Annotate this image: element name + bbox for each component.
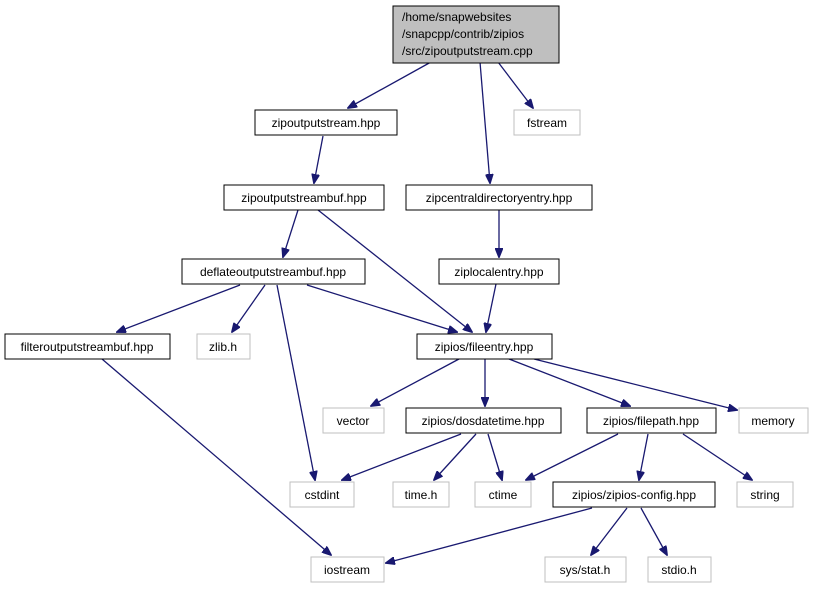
node-stdio-h: stdio.h [647,556,712,583]
node-vector: vector [322,407,385,434]
node-label: time.h [405,488,438,502]
node-zipoutputstream-hpp[interactable]: zipoutputstream.hpp [254,109,398,136]
node-box [438,258,560,285]
edge-zipoutputstream-hpp-to-zipoutputstreambuf-hpp [314,135,324,183]
node-filteroutputstreambuf-hpp[interactable]: filteroutputstreambuf.hpp [4,333,171,360]
node-zipoutputstreambuf-hpp[interactable]: zipoutputstreambuf.hpp [223,184,385,211]
node-label: zipios/zipios-config.hpp [572,488,696,502]
node-deflateoutputstreambuf-hpp[interactable]: deflateoutputstreambuf.hpp [181,258,366,285]
node-zipios-config-hpp[interactable]: zipios/zipios-config.hpp [552,481,716,508]
edge-fileentry-hpp-to-memory [533,358,737,410]
edges-layer [101,61,752,563]
node-label: stdio.h [661,563,696,577]
node-box [544,556,627,583]
node-time-h: time.h [392,481,450,508]
edge-filepath-hpp-to-zipios-config-hpp [639,433,649,480]
node-label-line: /home/snapwebsites [402,10,511,24]
node-zipcentraldirectoryentry-hpp[interactable]: zipcentraldirectoryentry.hpp [405,184,593,211]
node-zlib-h: zlib.h [196,333,251,360]
edge-zipoutputstreambuf-hpp-to-fileentry-hpp [317,209,472,332]
edge-zipoutputstream-cpp-to-zipoutputstream-hpp [348,61,432,108]
edge-deflateoutputstreambuf-hpp-to-cstdint [276,284,315,480]
node-box [392,5,560,64]
node-box [405,184,593,211]
node-label: zipios/filepath.hpp [603,414,699,428]
edge-zipios-config-hpp-to-iostream [386,507,593,563]
node-label: zlib.h [209,340,237,354]
node-label: deflateoutputstreambuf.hpp [200,265,346,279]
edge-dosdatetime-hpp-to-ctime [487,433,502,480]
edge-deflateoutputstreambuf-hpp-to-filteroutputstreambuf-hpp [117,284,241,332]
edge-zipoutputstream-cpp-to-fstream [497,61,533,108]
node-fileentry-hpp[interactable]: zipios/fileentry.hpp [416,333,553,360]
edge-filteroutputstreambuf-hpp-to-iostream [101,358,331,555]
node-label: zipcentraldirectoryentry.hpp [426,191,573,205]
edge-dosdatetime-hpp-to-time-h [434,433,477,480]
node-ziplocalentry-hpp[interactable]: ziplocalentry.hpp [438,258,560,285]
node-filepath-hpp[interactable]: zipios/filepath.hpp [586,407,717,434]
node-label-line: /snapcpp/contrib/zipios [402,27,524,41]
node-fstream: fstream [513,109,581,136]
node-box [181,258,366,285]
node-box [196,333,251,360]
node-ctime: ctime [474,481,532,508]
node-label: memory [751,414,794,428]
node-label: cstdint [305,488,340,502]
node-sys-stat-h: sys/stat.h [544,556,627,583]
node-box [289,481,355,508]
edge-ziplocalentry-hpp-to-fileentry-hpp [486,283,497,332]
node-box [586,407,717,434]
node-box [474,481,532,508]
node-dosdatetime-hpp[interactable]: zipios/dosdatetime.hpp [405,407,562,434]
edge-fileentry-hpp-to-filepath-hpp [508,358,630,406]
edge-dosdatetime-hpp-to-cstdint [342,433,462,480]
node-box [736,481,794,508]
node-box [322,407,385,434]
edge-filepath-hpp-to-string [682,433,752,480]
node-memory: memory [738,407,809,434]
node-box [416,333,553,360]
node-label-line: /src/zipoutputstream.cpp [402,44,533,58]
edge-zipios-config-hpp-to-stdio-h [640,507,667,555]
node-zipoutputstream-cpp[interactable]: /home/snapwebsites /snapcpp/contrib/zipi… [392,5,560,64]
node-label: vector [337,414,370,428]
node-label: zipios/dosdatetime.hpp [422,414,545,428]
node-box [310,556,385,583]
node-box [552,481,716,508]
edge-zipoutputstreambuf-hpp-to-deflateoutputstreambuf-hpp [283,209,299,257]
node-box [405,407,562,434]
node-label: string [750,488,779,502]
nodes-layer: /home/snapwebsites /snapcpp/contrib/zipi… [4,5,809,583]
node-box [223,184,385,211]
node-label: zipoutputstream.hpp [272,116,381,130]
node-box [4,333,171,360]
node-box [392,481,450,508]
node-iostream: iostream [310,556,385,583]
node-label: zipoutputstreambuf.hpp [241,191,367,205]
node-label: fstream [527,116,567,130]
node-label: filteroutputstreambuf.hpp [21,340,154,354]
node-label: ziplocalentry.hpp [454,265,543,279]
edge-deflateoutputstreambuf-hpp-to-fileentry-hpp [306,284,457,332]
node-box [254,109,398,136]
node-label: sys/stat.h [560,563,611,577]
edge-zipoutputstream-cpp-to-zipcentraldirectoryentry-hpp [479,61,490,183]
node-cstdint: cstdint [289,481,355,508]
edge-zipios-config-hpp-to-sys-stat-h [591,507,628,555]
node-label: iostream [324,563,370,577]
node-label: zipios/fileentry.hpp [435,340,534,354]
node-string: string [736,481,794,508]
edge-deflateoutputstreambuf-hpp-to-zlib-h [232,284,266,332]
edge-fileentry-hpp-to-vector [371,358,460,406]
node-box [647,556,712,583]
node-box [513,109,581,136]
node-label: ctime [489,488,518,502]
node-box [738,407,809,434]
edge-filepath-hpp-to-ctime [526,433,619,480]
